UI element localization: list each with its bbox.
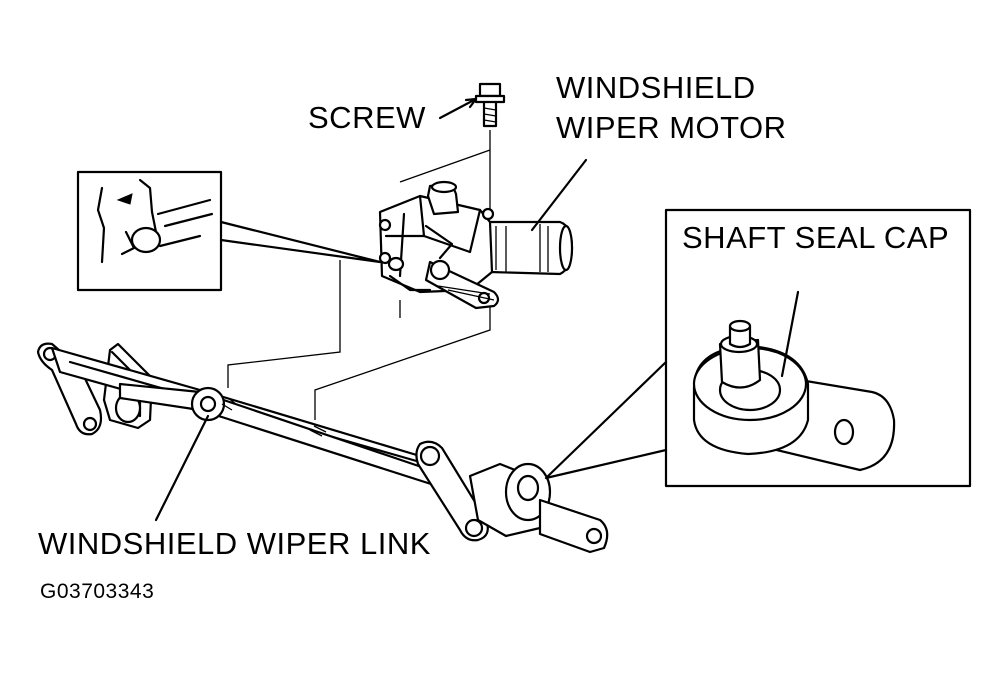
seal-cap-callout-wedge <box>544 360 668 480</box>
wiper-link-assembly <box>36 342 609 554</box>
seal-cap-leader-line <box>780 290 800 378</box>
motor-label-line1: WINDSHIELD <box>556 70 756 105</box>
screw-leader-line <box>438 98 476 120</box>
wiper-link-leader-line <box>154 414 210 522</box>
shaft-seal-cap-box <box>664 208 972 488</box>
motor-label-line2: WIPER MOTOR <box>556 110 787 145</box>
shaft-seal-cap-label: SHAFT SEAL CAP <box>682 220 950 255</box>
wiper-motor <box>378 180 574 310</box>
motor-leader-line <box>530 158 588 232</box>
screw-leader-arrow <box>464 97 478 109</box>
inset-callout-wedge <box>219 220 382 264</box>
figure-code: G03703343 <box>40 580 155 603</box>
screw-label: SCREW <box>308 100 426 135</box>
screw-part <box>474 82 506 128</box>
detail-inset-box <box>76 170 223 292</box>
wiper-link-label: WINDSHIELD WIPER LINK <box>38 526 431 561</box>
alignment-guides <box>227 130 491 420</box>
